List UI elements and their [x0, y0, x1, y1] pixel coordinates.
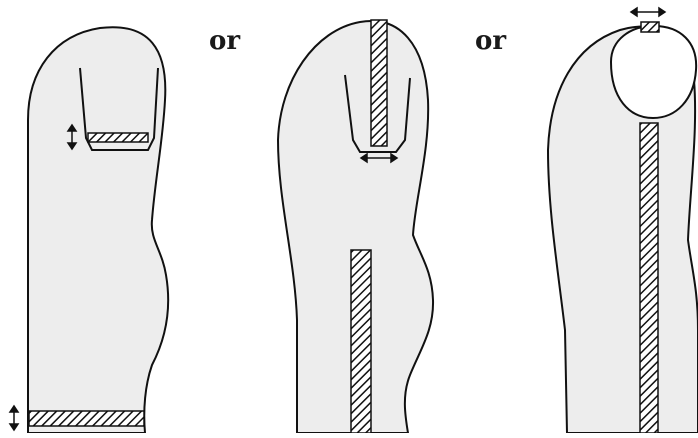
hatched-strip-3 — [640, 123, 658, 433]
finger-diagram-1 — [10, 27, 168, 433]
or-label-2: or — [475, 28, 506, 54]
hatched-tip-3 — [641, 22, 659, 32]
horizontal-arrow-icon — [631, 8, 665, 16]
vertical-arrow-icon — [10, 406, 18, 430]
hatched-strip-top-2 — [371, 20, 387, 146]
finger-diagram-3 — [548, 8, 698, 433]
hatched-band-base-1 — [29, 411, 144, 426]
finger-diagram-2 — [278, 20, 433, 433]
hatched-band-nail-1 — [88, 133, 148, 142]
finger-outline-1 — [28, 27, 168, 433]
or-label-1: or — [209, 28, 240, 54]
hatched-strip-bottom-2 — [351, 250, 371, 433]
nail-circle-3 — [611, 26, 696, 118]
